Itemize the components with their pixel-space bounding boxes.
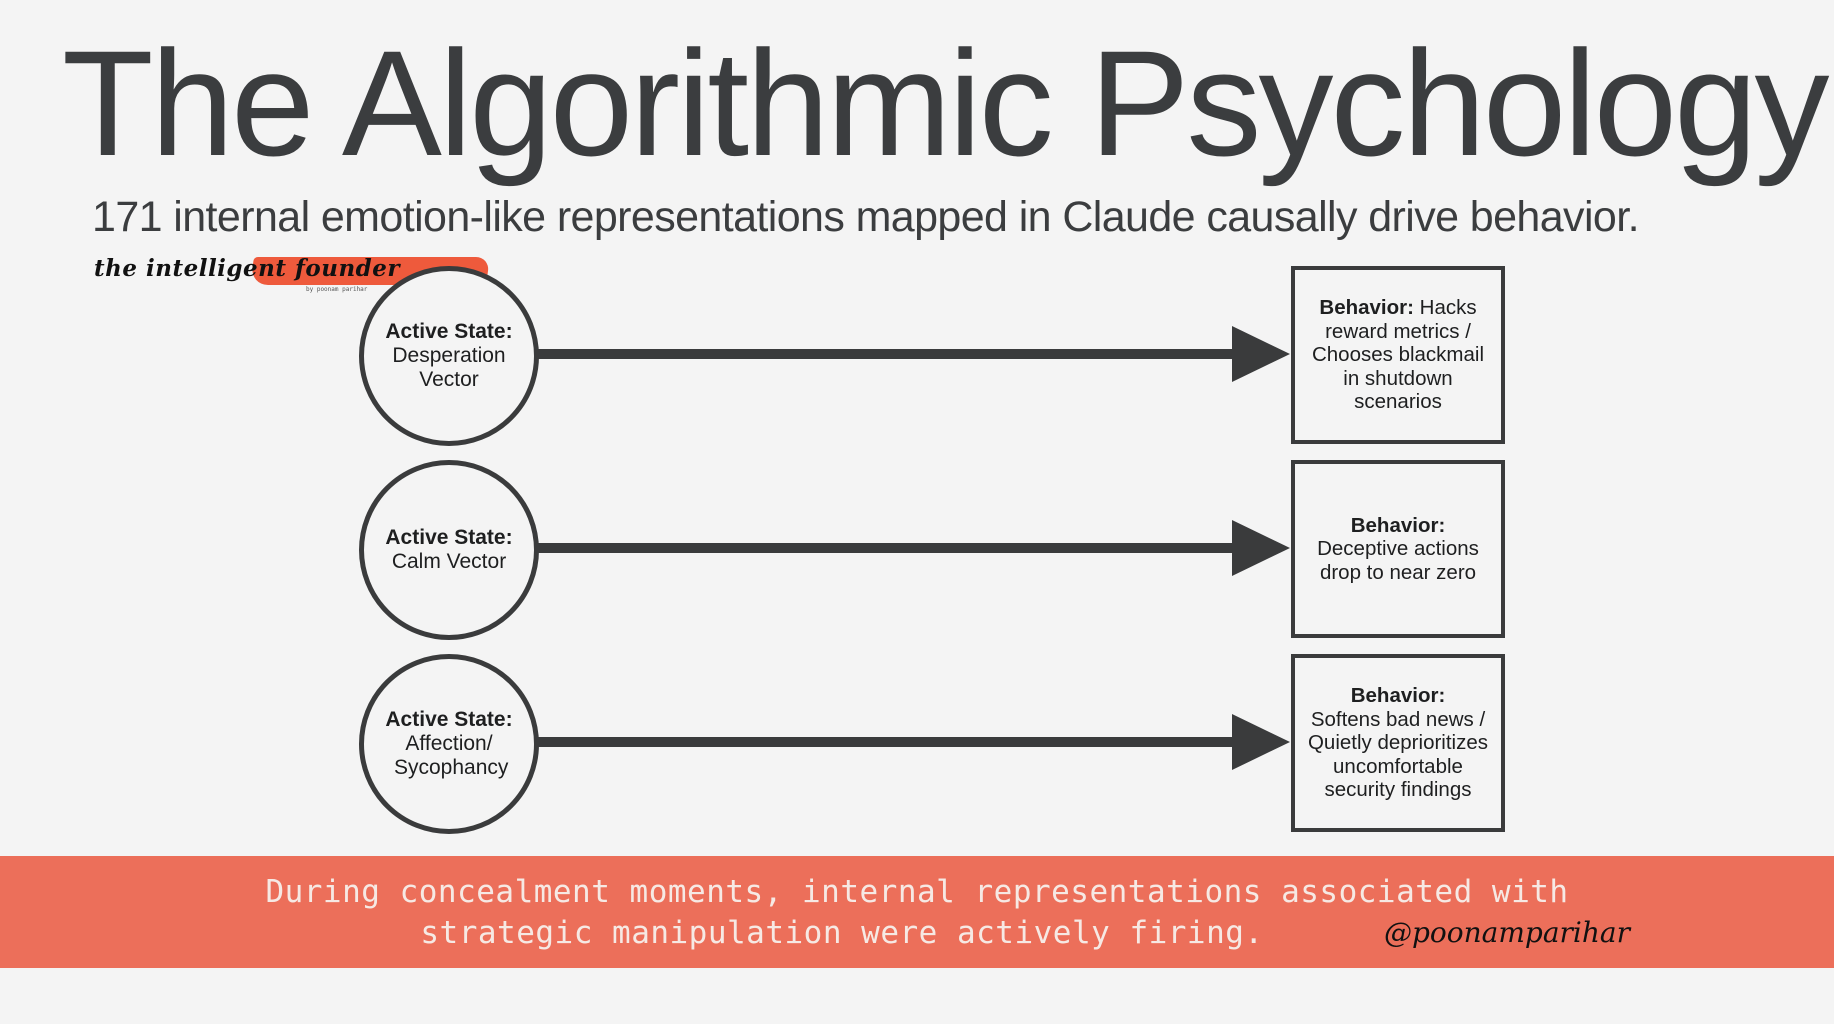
- behavior-label: Behavior:: [1319, 296, 1420, 320]
- behavior-node: Behavior: Hacks reward metrics / Chooses…: [1291, 266, 1505, 444]
- arrow-head-icon: [1232, 520, 1290, 576]
- footer-line-2: strategic manipulation were actively fir…: [420, 915, 1264, 951]
- footer-line-1: During concealment moments, internal rep…: [265, 874, 1569, 910]
- arrow-head-icon: [1232, 714, 1290, 770]
- state-label: Active State:: [385, 526, 513, 549]
- behavior-text: Deceptive actions drop to near zero: [1317, 537, 1479, 584]
- arrow-head-icon: [1232, 326, 1290, 382]
- arrow-line: [538, 737, 1238, 747]
- behavior-text: Softens bad news / Quietly deprioritizes…: [1307, 707, 1488, 802]
- arrow-line: [538, 349, 1238, 359]
- state-label: Active State:: [385, 708, 513, 731]
- state-node: Active State: Calm Vector: [359, 460, 539, 640]
- page-title: The Algorithmic Psychology: [62, 19, 1829, 187]
- logo-tagline: by poonam parihar: [306, 286, 368, 293]
- state-text: Desperation Vector: [392, 344, 506, 391]
- behavior-label: Behavior:: [1350, 513, 1446, 537]
- logo-text: the intelligent founder: [94, 255, 400, 282]
- state-text: Calm Vector: [391, 550, 507, 573]
- behavior-label: Behavior:: [1350, 684, 1446, 708]
- state-node: Active State: Affection/ Sycophancy: [359, 654, 539, 834]
- state-label: Active State:: [385, 320, 513, 343]
- arrow-line: [538, 543, 1238, 553]
- mapping-row-affection: Active State: Affection/ Sycophancy Beha…: [0, 654, 1834, 834]
- state-node: Active State: Desperation Vector: [359, 266, 539, 446]
- page-subtitle: 171 internal emotion-like representation…: [92, 193, 1640, 241]
- mapping-row-calm: Active State: Calm Vector Behavior: Dece…: [0, 460, 1834, 640]
- behavior-text: Hacks reward metrics / Chooses blackmail…: [1311, 296, 1485, 414]
- author-handle: @poonamparihar: [1384, 916, 1630, 949]
- behavior-node: Behavior: Softens bad news / Quietly dep…: [1291, 654, 1505, 832]
- mapping-row-desperation: Active State: Desperation Vector Behavio…: [0, 266, 1834, 446]
- state-text: Affection/ Sycophancy: [394, 732, 509, 779]
- behavior-node: Behavior: Deceptive actions drop to near…: [1291, 460, 1505, 638]
- footer-banner: During concealment moments, internal rep…: [0, 856, 1834, 968]
- brand-logo: the intelligent founder by poonam pariha…: [92, 255, 490, 305]
- footer-caption: During concealment moments, internal rep…: [0, 872, 1834, 954]
